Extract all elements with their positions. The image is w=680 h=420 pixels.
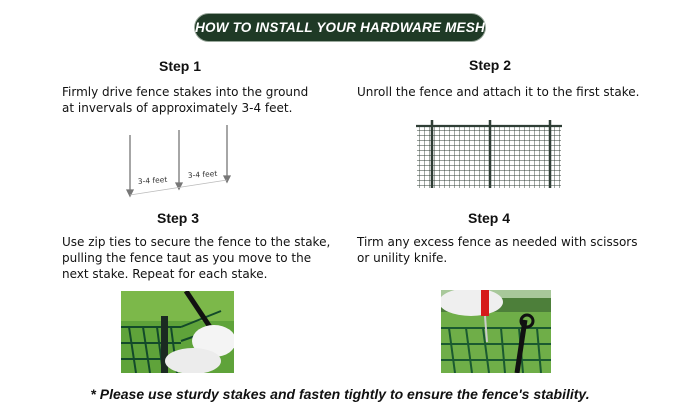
step-1-title: Step 1 [158, 58, 201, 74]
step-3-text: Use zip ties to secure the fence to the … [62, 234, 330, 282]
text-line: Tirm any excess fence as needed with sci… [357, 235, 638, 249]
text-line: next stake. Repeat for each stake. [62, 267, 268, 281]
text-line: Firmly drive fence stakes into the groun… [62, 85, 309, 99]
zip-tie-photo [121, 291, 234, 373]
step-3-title: Step 3 [156, 210, 199, 226]
step-2-title: Step 2 [468, 57, 511, 73]
text-line: at invervals of approximately 3-4 feet. [62, 101, 293, 115]
text-line: pulling the fence taut as you move to th… [62, 251, 312, 265]
text-line: or unility knife. [357, 251, 448, 265]
trim-fence-photo [441, 290, 551, 373]
text-line: Use zip ties to secure the fence to the … [62, 235, 331, 249]
step-4-title: Step 4 [467, 210, 510, 226]
step-2-text: Unroll the fence and attach it to the fi… [357, 84, 639, 100]
distance-label-2: 3-4 feet [188, 169, 218, 180]
text-line: Unroll the fence and attach it to the fi… [357, 85, 640, 99]
step-1-text: Firmly drive fence stakes into the groun… [62, 84, 308, 116]
mesh-fence-diagram [416, 120, 562, 188]
step-4-text: Tirm any excess fence as needed with sci… [357, 234, 637, 266]
title-banner: HOW TO INSTALL YOUR HARDWARE MESH [195, 14, 485, 41]
page-title: HOW TO INSTALL YOUR HARDWARE MESH [195, 20, 485, 35]
footnote: * Please use sturdy stakes and fasten ti… [90, 386, 590, 402]
stakes-diagram: 3-4 feet 3-4 feet [125, 125, 232, 198]
distance-label-1: 3-4 feet [138, 175, 168, 186]
